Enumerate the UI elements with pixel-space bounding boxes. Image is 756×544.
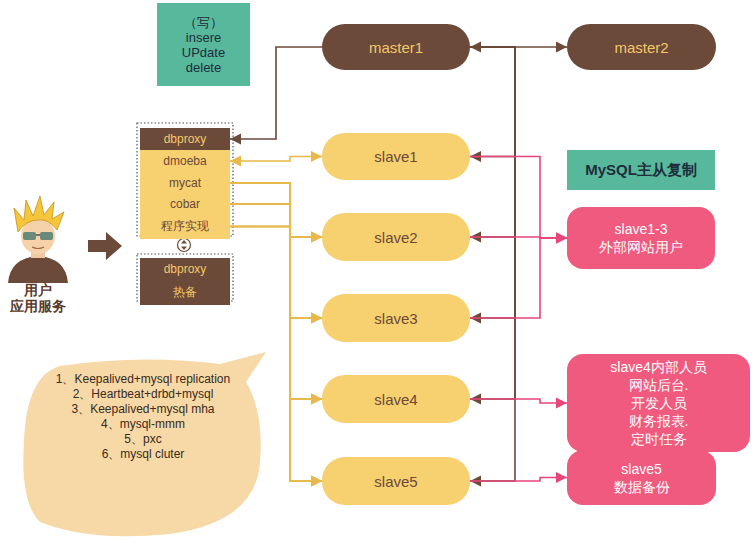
- connector: [470, 238, 567, 318]
- text-group: （写）insere UPdate delete: [182, 15, 225, 75]
- ha-options-bubble: 1、Keepalived+mysql replication2、Heartbea…: [20, 352, 266, 538]
- node-text: slave1: [374, 148, 417, 165]
- usage-box: slave1-3 外部网站用户: [567, 207, 715, 269]
- node-text: 5、pxc: [124, 432, 161, 447]
- connector: [470, 478, 567, 482]
- text-group: slave4: [374, 391, 417, 408]
- connector: [470, 47, 515, 481]
- usage-box: slave5 数据备份: [567, 450, 716, 505]
- node-text: cobar: [170, 197, 200, 211]
- node-text: 4、mysql-mmm: [101, 417, 185, 432]
- standby-item: dbproxy: [140, 258, 230, 280]
- node-text: dbproxy: [164, 262, 207, 276]
- node-text: slave3: [374, 310, 417, 327]
- standby-item: 热备: [140, 280, 230, 305]
- connector: [230, 227, 322, 319]
- slave-node: slave5: [322, 457, 470, 505]
- text-group: mycat: [169, 176, 201, 190]
- slave-node: slave4: [322, 375, 470, 423]
- proxy-item: mycat: [140, 172, 230, 194]
- connector: [470, 399, 567, 403]
- node-text: master1: [369, 39, 423, 56]
- proxy-item: 程序实现: [140, 214, 230, 239]
- text-group: slave2: [374, 229, 417, 246]
- node-text: master2: [614, 39, 668, 56]
- connector: [470, 47, 515, 237]
- connector: [470, 47, 515, 399]
- node-text: slave5: [374, 473, 417, 490]
- text-group: 1、Keepalived+mysql replication2、Heartbea…: [56, 372, 230, 462]
- connector: [470, 157, 567, 239]
- text-group: 热备: [173, 284, 197, 301]
- user-label: 用户 应用服务: [8, 282, 68, 314]
- proxy-item: dmoeba: [140, 150, 230, 172]
- node-text: slave5 数据备份: [614, 460, 670, 496]
- connector: [230, 227, 322, 238]
- node-text: 1、Keepalived+mysql replication: [56, 372, 230, 387]
- node-text: 程序实现: [161, 218, 209, 235]
- connector: [230, 204, 322, 237]
- write-ops-box: （写）insere UPdate delete: [157, 3, 250, 86]
- node-text: slave4内部人员 网站后台.开发人员 财务报表.定时任务: [610, 358, 706, 448]
- text-group: dbproxy: [164, 262, 207, 276]
- text-group: 程序实现: [161, 218, 209, 235]
- node-text: 6、mysql cluter: [102, 447, 185, 462]
- node-text: mycat: [169, 176, 201, 190]
- usage-box: slave4内部人员 网站后台.开发人员 财务报表.定时任务: [567, 354, 750, 452]
- text-group: dmoeba: [163, 154, 206, 168]
- proxy-item: dbproxy: [140, 128, 230, 150]
- replication-tag: MySQL主从复制: [567, 150, 715, 190]
- proxy-item: cobar: [140, 193, 230, 215]
- slave-node: slave2: [322, 213, 470, 261]
- text-group: slave1-3 外部网站用户: [599, 220, 683, 256]
- text-group: slave1: [374, 148, 417, 165]
- node-text: insere UPdate delete: [182, 30, 225, 75]
- text-group: master1: [369, 39, 423, 56]
- node-text: MySQL主从复制: [585, 161, 697, 180]
- text-group: cobar: [170, 197, 200, 211]
- text-group: master2: [614, 39, 668, 56]
- connector: [470, 47, 515, 318]
- swap-icon: [178, 239, 191, 252]
- node-text: 热备: [173, 284, 197, 301]
- connector: [230, 157, 322, 162]
- node-text: slave1-3 外部网站用户: [599, 220, 683, 256]
- bubble-fill: [23, 352, 266, 536]
- user-avatar: [8, 196, 68, 283]
- connector: [230, 183, 322, 237]
- text-group: dbproxy: [164, 132, 207, 146]
- text-group: slave5 数据备份: [614, 460, 670, 496]
- node-text: 3、Keepalived+mysql mha: [71, 402, 214, 417]
- text-group: slave5: [374, 473, 417, 490]
- master-node: master2: [567, 24, 716, 70]
- slave-node: slave3: [322, 294, 470, 342]
- text-group: slave4内部人员 网站后台.开发人员 财务报表.定时任务: [610, 358, 706, 448]
- node-text: 2、Heartbeat+drbd+mysql: [73, 387, 214, 402]
- text-group: slave3: [374, 310, 417, 327]
- node-text: slave2: [374, 229, 417, 246]
- node-text: slave4: [374, 391, 417, 408]
- connector: [470, 47, 515, 157]
- flow-arrow: [88, 232, 122, 260]
- node-text: dbproxy: [164, 132, 207, 146]
- text-group: MySQL主从复制: [585, 161, 697, 180]
- node-text: （写）: [184, 15, 223, 30]
- master-node: master1: [322, 24, 470, 70]
- slave-node: slave1: [322, 133, 470, 180]
- node-text: dmoeba: [163, 154, 206, 168]
- connector: [230, 204, 322, 318]
